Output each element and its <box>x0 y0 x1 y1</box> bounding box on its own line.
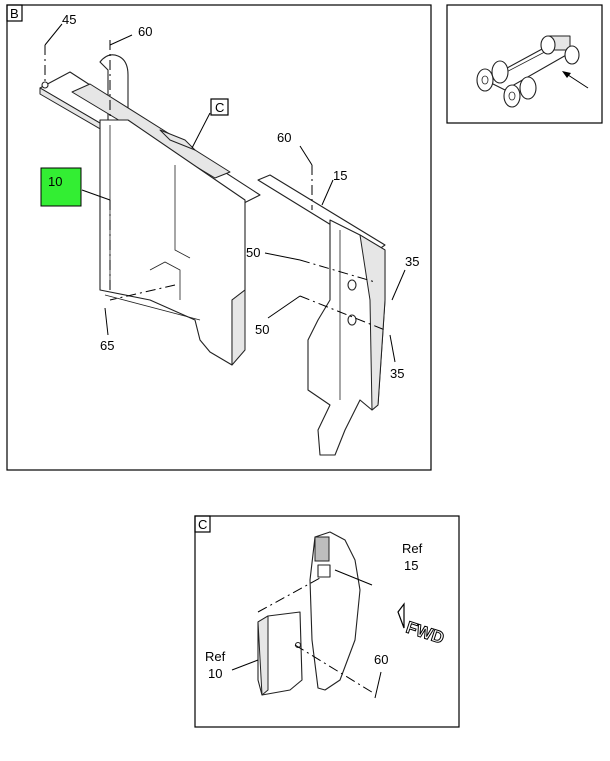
fwd-arrow-icon <box>397 602 405 629</box>
wheel-4 <box>519 76 537 100</box>
chassis-locator <box>476 35 580 108</box>
detail-view-parts <box>257 531 405 696</box>
callout-35-lower: 35 <box>390 366 404 381</box>
dash-50-lower <box>299 295 386 331</box>
detail-panel-letter: C <box>198 517 207 532</box>
right-hole-upper <box>347 279 357 291</box>
detail-panel-frame <box>194 515 460 728</box>
wheel-3 <box>503 84 521 108</box>
detail-callout-60: 60 <box>374 652 388 667</box>
panel-bottom-edge <box>104 294 201 321</box>
panel-side <box>231 289 246 366</box>
detail-ref15-num: 15 <box>404 558 418 573</box>
right-panel-side <box>359 234 386 411</box>
callout-60-top: 60 <box>138 24 152 39</box>
callout-15: 15 <box>333 168 347 183</box>
bracket-assembly-right <box>257 174 386 456</box>
leader-view-c <box>191 112 211 149</box>
callout-10[interactable]: 10 <box>48 174 62 189</box>
hub-3 <box>508 91 516 101</box>
panel-slot <box>149 261 181 300</box>
detail-bracket-tab <box>314 536 330 562</box>
right-hole-lower <box>347 314 357 326</box>
detail-dash-lower <box>294 644 376 695</box>
callout-view-c: C <box>215 100 224 115</box>
detail-clip <box>317 564 331 578</box>
leader-50-upper <box>264 252 301 261</box>
detail-panel-letter-box <box>194 515 211 533</box>
callout-35-upper: 35 <box>405 254 419 269</box>
detail-leader-15 <box>334 569 373 586</box>
fwd-label: FWD <box>404 618 447 648</box>
panel-body <box>99 119 246 366</box>
detail-ref15-ref: Ref <box>402 541 423 556</box>
detail-dash-upper <box>257 577 321 613</box>
detail-ref10-ref: Ref <box>205 649 226 664</box>
leader-15 <box>321 179 334 206</box>
callout-45: 45 <box>62 12 76 27</box>
dash-50-upper <box>299 259 376 283</box>
clip-c <box>159 129 196 151</box>
wheel-1 <box>476 68 494 92</box>
wheel-6 <box>564 45 580 65</box>
main-panel-letter: B <box>10 6 19 21</box>
dash-65 <box>109 284 176 301</box>
detail-panel-10-edge <box>257 615 269 696</box>
callout-60-right: 60 <box>277 130 291 145</box>
callout-50-upper: 50 <box>246 245 260 260</box>
main-panel-frame <box>6 4 432 471</box>
wheel-2 <box>491 60 509 84</box>
detail-leader-10 <box>231 659 259 671</box>
bracket-assembly-left <box>39 54 261 366</box>
panel-inner-line <box>174 165 191 259</box>
leader-45 <box>44 23 63 46</box>
leader-60-top <box>109 34 133 46</box>
callout-65: 65 <box>100 338 114 353</box>
callout-view-c-box <box>210 98 229 116</box>
leader-60-right <box>299 145 313 166</box>
leader-10 <box>81 189 111 201</box>
locator-arrow-head <box>562 71 571 78</box>
detail-panel-10 <box>257 611 303 696</box>
wheel-5 <box>540 35 556 55</box>
detail-ref10-num: 10 <box>208 666 222 681</box>
locator-panel-frame <box>446 4 603 124</box>
detail-leader-60 <box>374 671 382 699</box>
callout-10-highlight[interactable] <box>40 167 82 207</box>
leader-50-lower <box>267 295 301 319</box>
leader-35-upper <box>391 269 406 301</box>
rail-end-fastener <box>41 81 49 89</box>
main-panel-letter-box <box>6 4 23 22</box>
leader-65 <box>104 307 109 336</box>
leader-35-lower <box>389 334 396 363</box>
callout-50-lower: 50 <box>255 322 269 337</box>
hub-1 <box>481 75 489 85</box>
